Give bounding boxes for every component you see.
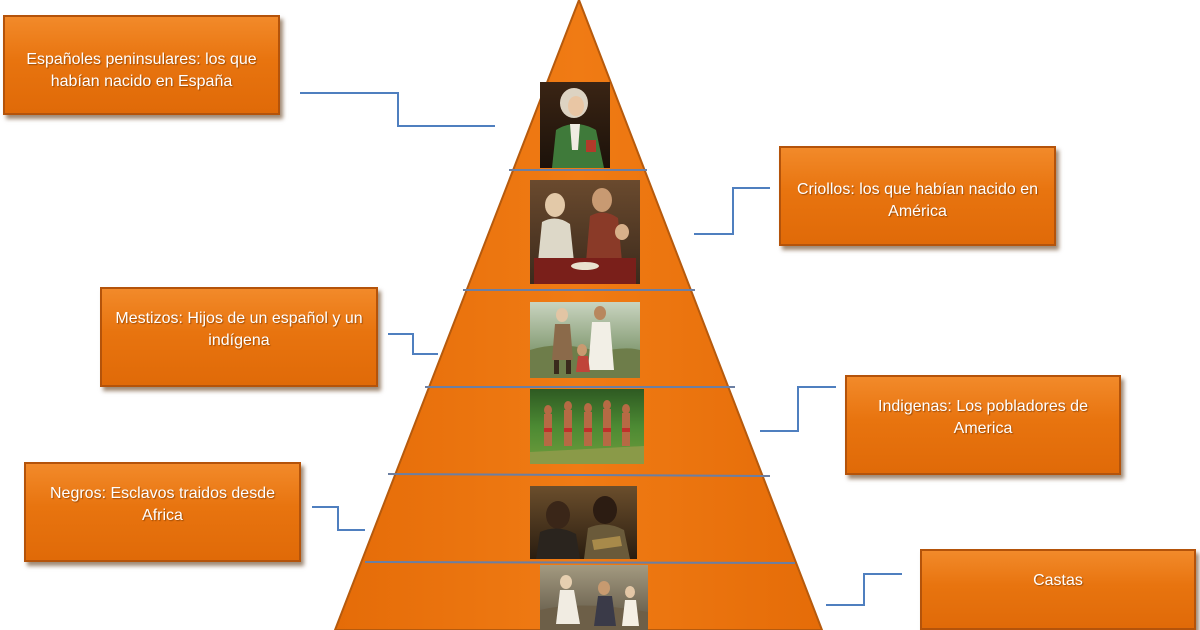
label-text-castas: Castas xyxy=(1033,572,1083,589)
label-box-criollos: Criollos: los que habían nacido en Améri… xyxy=(779,146,1056,246)
tier-picture-criollos xyxy=(530,180,640,284)
connector-indigenas xyxy=(760,386,836,432)
tier-picture-castas xyxy=(540,565,648,630)
label-box-castas: Castas xyxy=(920,549,1196,630)
connector-negros xyxy=(312,506,365,531)
tier-picture-peninsulares xyxy=(540,82,610,168)
connector-lines xyxy=(300,92,902,606)
tier-picture-mestizos xyxy=(530,302,640,378)
label-box-mestizos: Mestizos: Hijos de un español y un indíg… xyxy=(100,287,378,387)
label-box-negros: Negros: Esclavos traidos desde Africa xyxy=(24,462,301,562)
label-text-criollos: Criollos: los que habían nacido en Améri… xyxy=(796,181,1039,220)
connector-criollos xyxy=(694,187,770,235)
tier-picture-indigenas xyxy=(530,389,644,464)
tier-divider xyxy=(364,561,796,564)
tier-picture-negros xyxy=(530,486,637,559)
label-box-indigenas: Indigenas: Los pobladores de America xyxy=(845,375,1121,475)
connector-mestizos xyxy=(388,333,438,355)
tier-dividers xyxy=(364,169,796,564)
label-text-indigenas: Indigenas: Los pobladores de America xyxy=(878,398,1088,437)
connector-castas xyxy=(826,573,902,606)
label-text-mestizos: Mestizos: Hijos de un español y un indíg… xyxy=(115,310,363,349)
label-text-peninsulares: Españoles peninsulares: los que habían n… xyxy=(26,51,257,90)
tier-divider xyxy=(387,473,771,477)
label-text-negros: Negros: Esclavos traidos desde Africa xyxy=(50,485,275,524)
label-box-peninsulares: Españoles peninsulares: los que habían n… xyxy=(3,15,280,115)
connector-peninsulares xyxy=(300,92,495,127)
